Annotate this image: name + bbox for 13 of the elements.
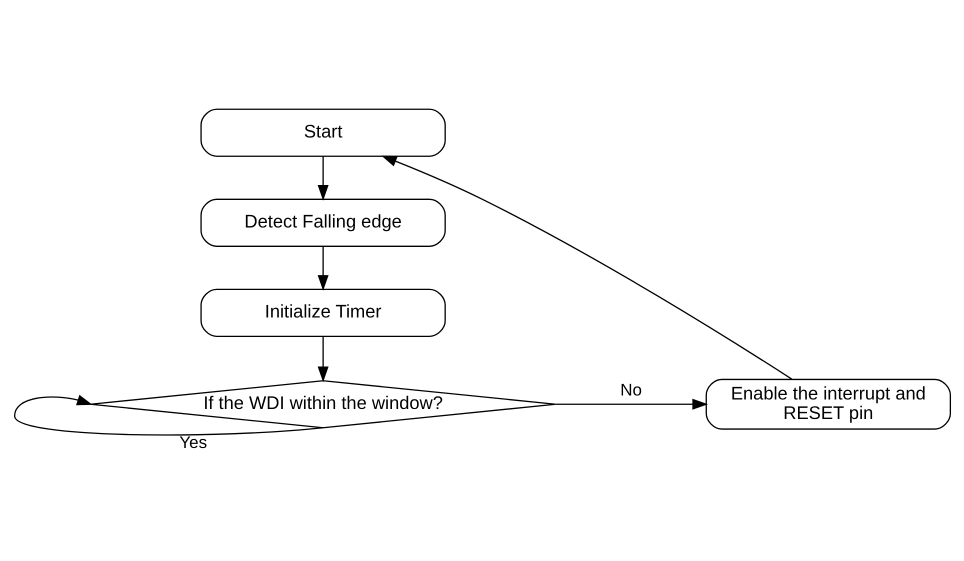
arrow — [317, 336, 328, 382]
arrow — [317, 156, 328, 200]
arrow — [317, 246, 328, 290]
node-box: Enable the interrupt and RESET pin — [705, 378, 951, 430]
node-box: Detect Falling edge — [200, 198, 446, 246]
edge-label: No — [620, 380, 642, 400]
node-box: Start — [200, 108, 446, 156]
arrow — [380, 155, 792, 380]
node-diamond: If the WDI within the window? — [89, 380, 556, 428]
arrow — [555, 398, 708, 410]
edge-label: Yes — [178, 432, 207, 452]
node-box: Initialize Timer — [200, 288, 446, 337]
arrow — [13, 394, 323, 436]
